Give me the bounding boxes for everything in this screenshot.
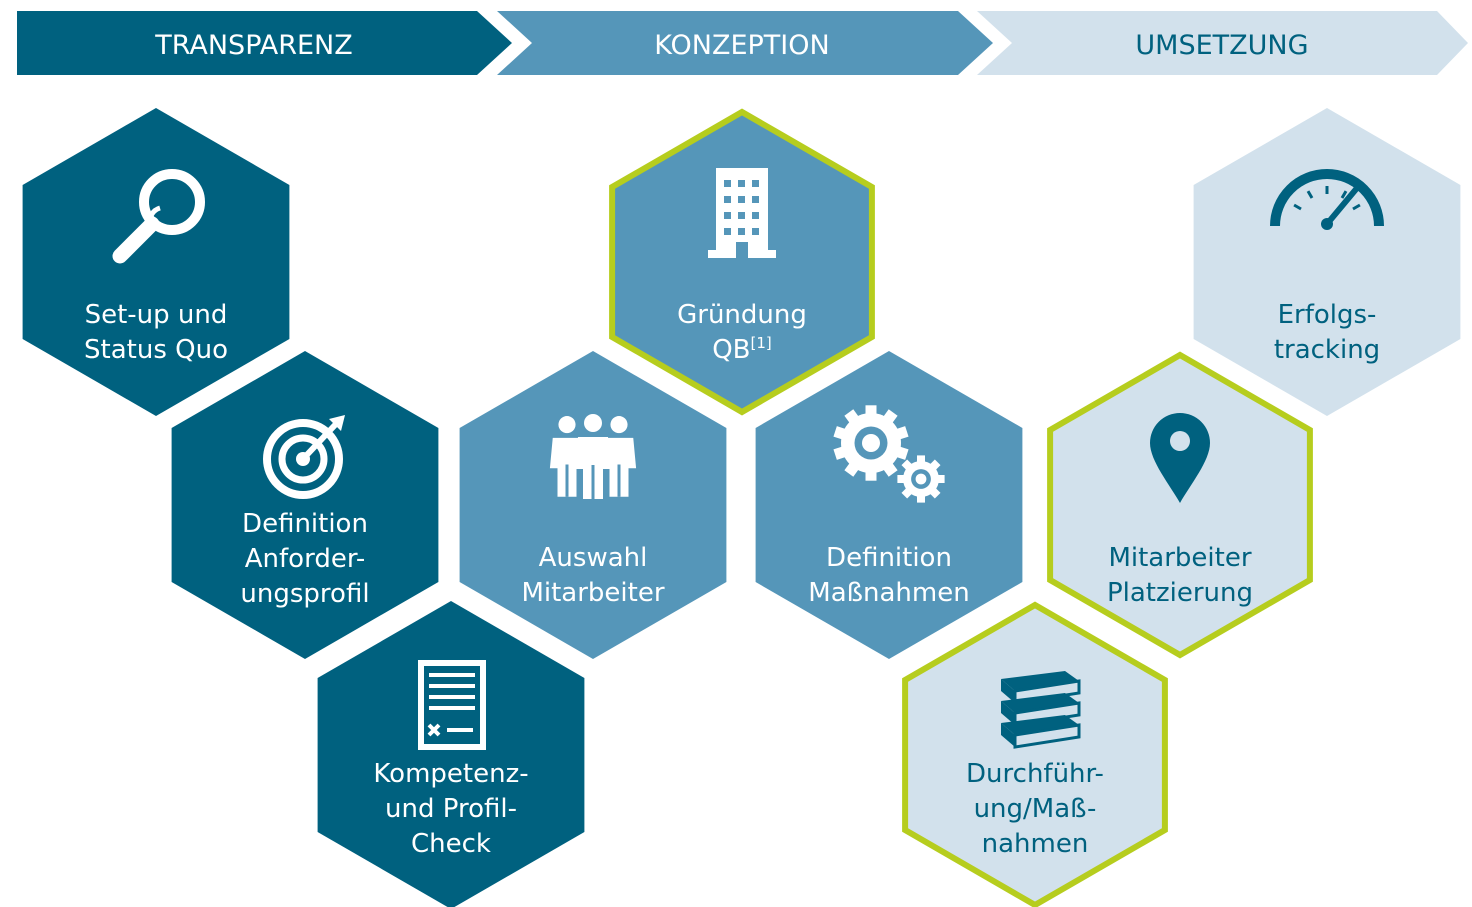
phase-label: KONZEPTION — [654, 30, 829, 61]
books-icon — [1001, 671, 1081, 749]
phase-umsetzung: UMSETZUNG — [977, 11, 1468, 75]
phase-konzeption: KONZEPTION — [497, 11, 993, 75]
hexagon-shape — [171, 351, 439, 659]
hex-label-line: Check — [411, 829, 491, 859]
hex-label-line: Status Quo — [84, 335, 228, 365]
hex-label-line: Erfolgs- — [1278, 300, 1377, 330]
building-icon — [708, 168, 776, 258]
phase-arrow-bar: TRANSPARENZ KONZEPTION UMSETZUNG — [17, 11, 1468, 75]
speedometer-icon — [1270, 169, 1384, 230]
hex-label-line: nahmen — [982, 829, 1089, 859]
hex-erfolgstracking: Erfolgs-tracking — [1193, 108, 1461, 416]
hex-label-line: Durchführ- — [966, 759, 1104, 789]
hex-label-line: Gründung — [677, 300, 807, 330]
hexagon-shape — [459, 351, 727, 659]
target-icon — [263, 415, 345, 499]
hex-label-line: tracking — [1274, 335, 1380, 365]
hexagon-shape — [1193, 108, 1461, 416]
checklist-icon — [418, 660, 486, 750]
hex-label-line: ung/Maß- — [974, 794, 1097, 824]
hexagon-shape — [317, 601, 585, 907]
phase-label: TRANSPARENZ — [154, 30, 353, 61]
hex-label-line: Auswahl — [539, 543, 648, 573]
hexagon-shape — [902, 601, 1168, 907]
hexagon-shape — [755, 351, 1023, 659]
hex-label-line: ungsprofil — [240, 579, 369, 609]
footnote-marker: [1] — [751, 334, 772, 352]
phase-transparenz: TRANSPARENZ — [17, 11, 512, 75]
hex-label-line: Definition — [242, 509, 368, 539]
phase-label: UMSETZUNG — [1135, 30, 1308, 61]
hex-label-line: und Profil- — [385, 794, 517, 824]
hexagon-shape — [22, 108, 290, 416]
location-pin-icon — [1150, 413, 1210, 503]
magnifier-icon — [112, 169, 205, 264]
hex-label-line: Kompetenz- — [373, 759, 528, 789]
hexagon-shape — [1047, 351, 1313, 659]
hex-label-line: Mitarbeiter — [1108, 543, 1251, 573]
hex-label-line: Definition — [826, 543, 952, 573]
hex-label-line: Maßnahmen — [808, 578, 969, 608]
people-icon — [549, 414, 637, 499]
hex-kompetenz: Kompetenz-und Profil- Check — [317, 601, 585, 907]
hex-durchfuehrung: Durchführ-ung/Maß-nahmen — [902, 601, 1168, 907]
hex-label-line: Anforder- — [245, 544, 365, 574]
hex-label-line: Platzierung — [1107, 578, 1253, 608]
hexagon-shape — [609, 108, 875, 416]
hex-label-line: Set-up und — [85, 300, 228, 330]
hex-label-line: Mitarbeiter — [521, 578, 664, 608]
gears-icon — [833, 405, 945, 503]
